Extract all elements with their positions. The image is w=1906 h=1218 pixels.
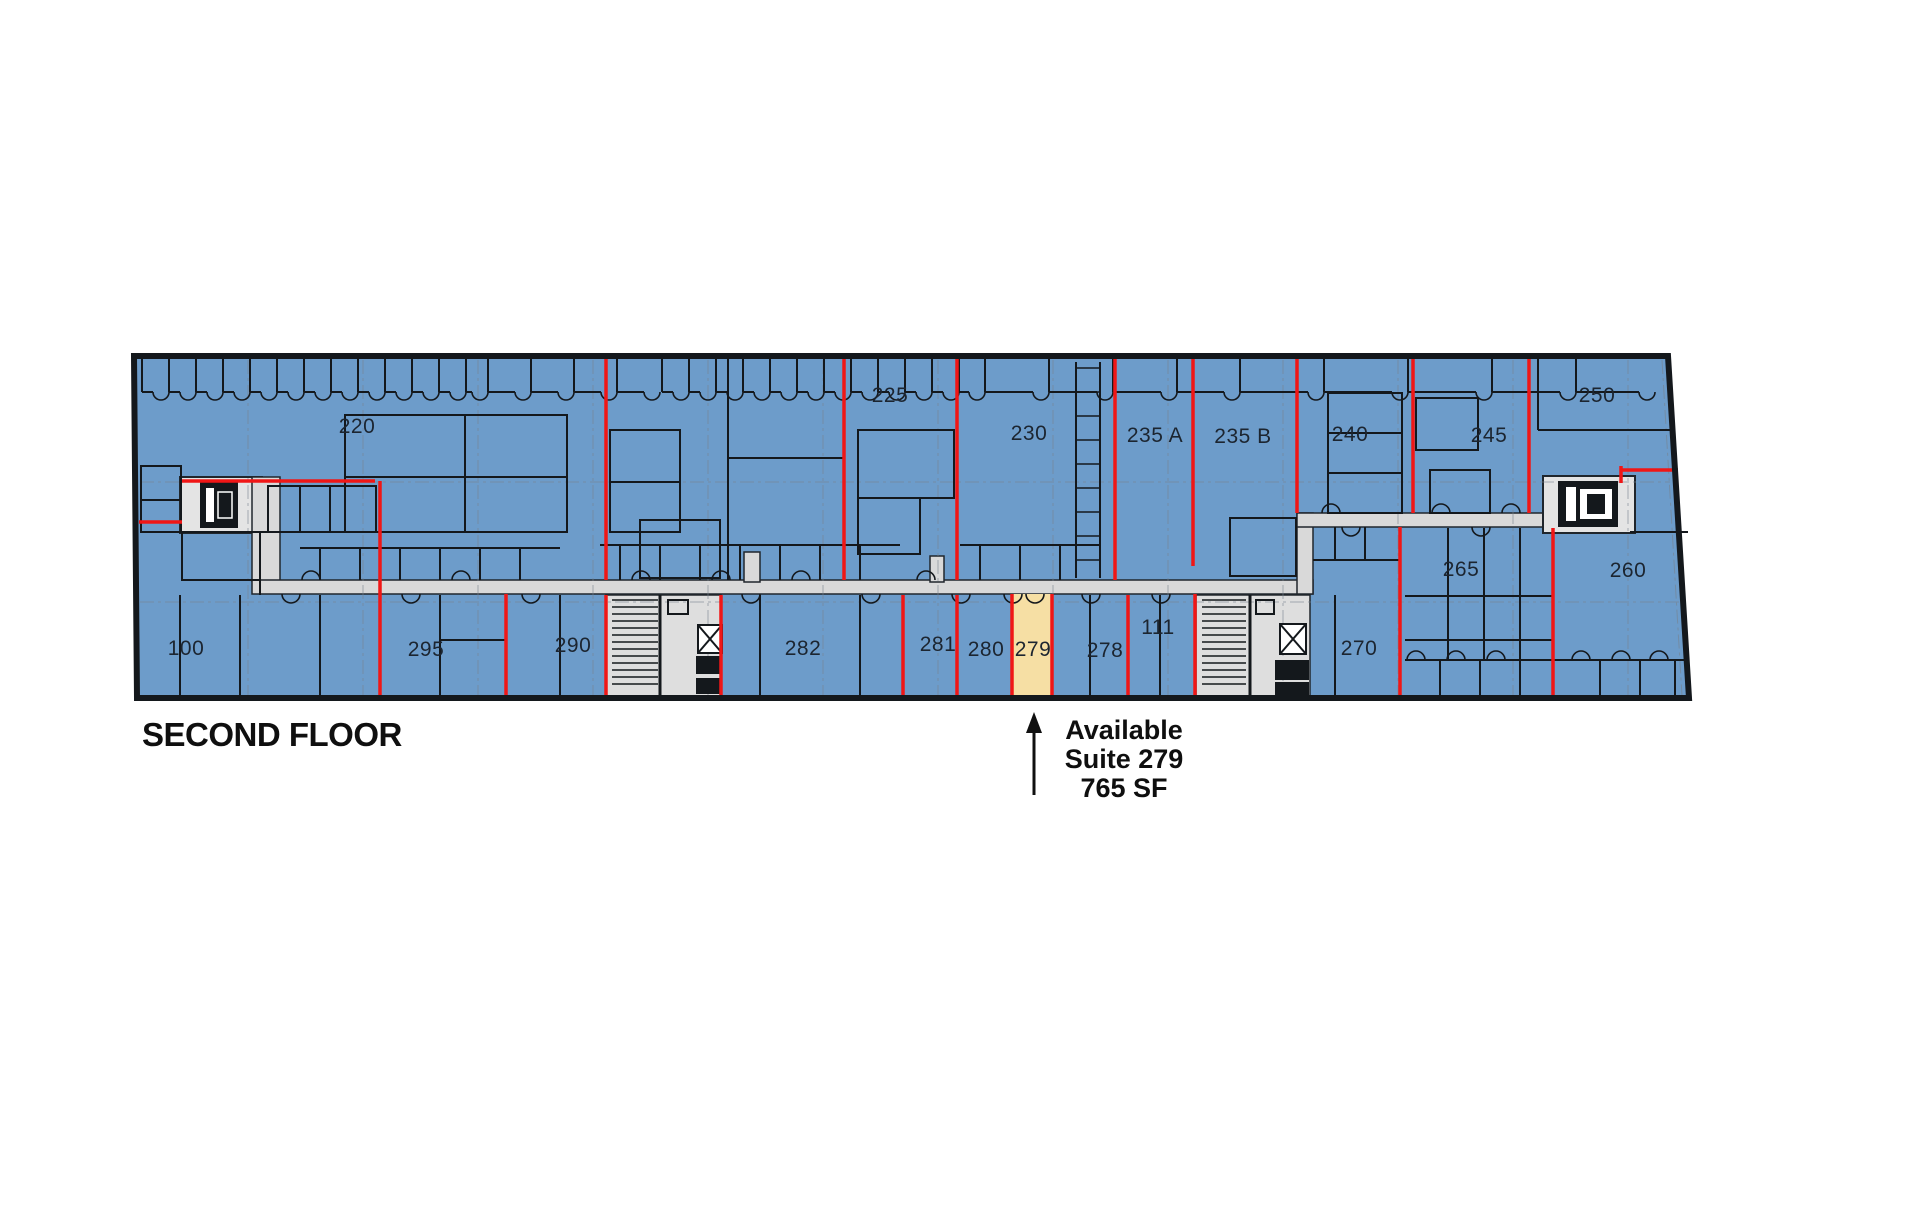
- interior-walls: [140, 357, 1688, 698]
- annotation-line-2: Suite 279: [1064, 744, 1184, 774]
- lower-room-dividers: [179, 595, 1676, 698]
- main-corridor: [251, 579, 1314, 595]
- door-arcs: [281, 503, 1669, 661]
- stair-hatching: [612, 599, 1246, 685]
- outer-wall: [130, 353, 1693, 701]
- upper-corridor: [1296, 512, 1551, 528]
- annotation-line-1: Available: [1065, 715, 1183, 745]
- availability-annotation: Available Suite 279 765 SF: [1048, 716, 1200, 803]
- elevator-right-icon: [1558, 481, 1618, 527]
- floor-title: SECOND FLOOR: [142, 716, 402, 753]
- suite-279-highlight: [1012, 594, 1052, 698]
- core-elevator-icons: [696, 623, 1309, 696]
- perimeter-office-band: [141, 358, 1656, 401]
- grid-lines: [140, 359, 1685, 697]
- annotation-line-3: 765 SF: [1080, 773, 1168, 803]
- arrow-up-icon: [1026, 712, 1042, 795]
- elevator-left-icon: [200, 482, 238, 528]
- demising-lines: [139, 357, 1678, 698]
- corridor-room-rows: [300, 367, 1400, 580]
